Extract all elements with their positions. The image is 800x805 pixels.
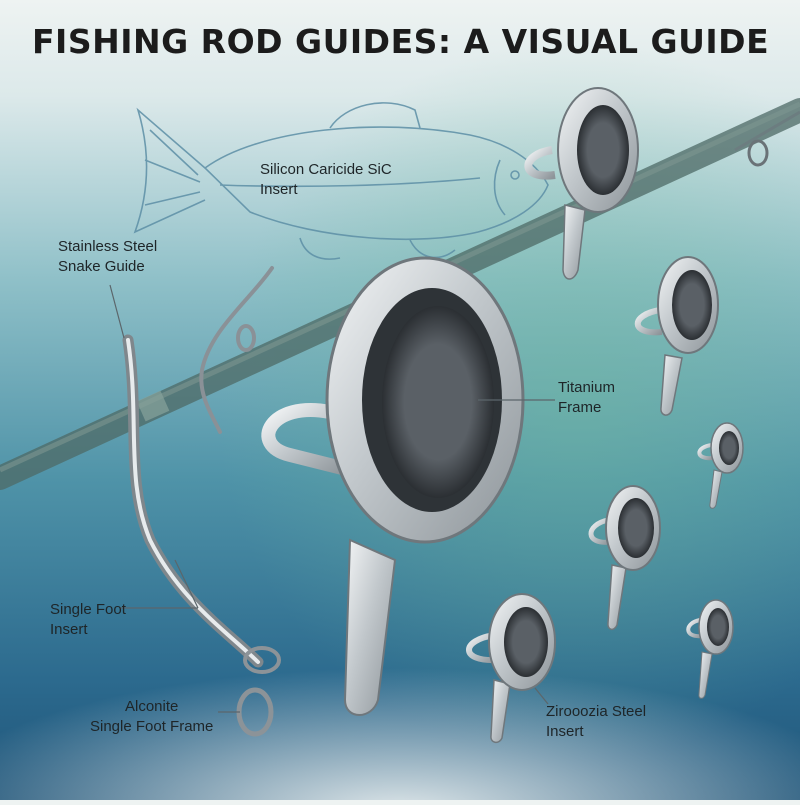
label-single-foot-line1: Single Foot xyxy=(50,601,126,618)
bottom-fade xyxy=(0,560,800,800)
guide-bottom xyxy=(466,593,556,744)
label-sic-insert-line2: Insert xyxy=(260,181,298,198)
page-title: FISHING ROD GUIDES: A VISUAL GUIDE xyxy=(32,22,770,61)
guide-top xyxy=(524,87,639,280)
label-alconite-frame: Alconite Single Foot Frame xyxy=(90,697,213,737)
label-titanium-line1: Titanium xyxy=(558,379,615,396)
label-zirconia-insert: Zirooozia Steel Insert xyxy=(546,702,646,742)
label-alconite-line2: Single Foot Frame xyxy=(90,718,214,735)
label-titanium-frame: Titanium Frame xyxy=(558,378,615,418)
guide-middle xyxy=(588,485,661,631)
leader-lines xyxy=(109,284,555,713)
guide-right-3 xyxy=(686,599,734,699)
guide-right-2 xyxy=(697,422,744,509)
label-zirconia-line1: Zirooozia Steel xyxy=(546,703,647,720)
guide-large-titanium xyxy=(261,256,525,716)
label-snake-guide: Stainless Steel Snake Guide xyxy=(58,237,157,277)
snake-guide-small xyxy=(199,266,274,434)
label-sic-insert: Silicon Caricide SiC Insert xyxy=(260,160,392,200)
guide-right-1 xyxy=(634,256,719,416)
label-single-foot-insert: Single Foot Insert xyxy=(50,600,126,640)
label-snake-guide-line2: Snake Guide xyxy=(58,258,145,275)
label-zirconia-line2: Insert xyxy=(546,723,584,740)
label-single-foot-line2: Insert xyxy=(50,621,88,638)
label-alconite-line1: Alconite xyxy=(125,698,179,715)
label-titanium-line2: Frame xyxy=(558,399,602,416)
label-sic-insert-line1: Silicon Caricide SiC xyxy=(260,161,392,178)
fish-sketch xyxy=(133,102,549,260)
label-snake-guide-line1: Stainless Steel xyxy=(58,238,158,255)
